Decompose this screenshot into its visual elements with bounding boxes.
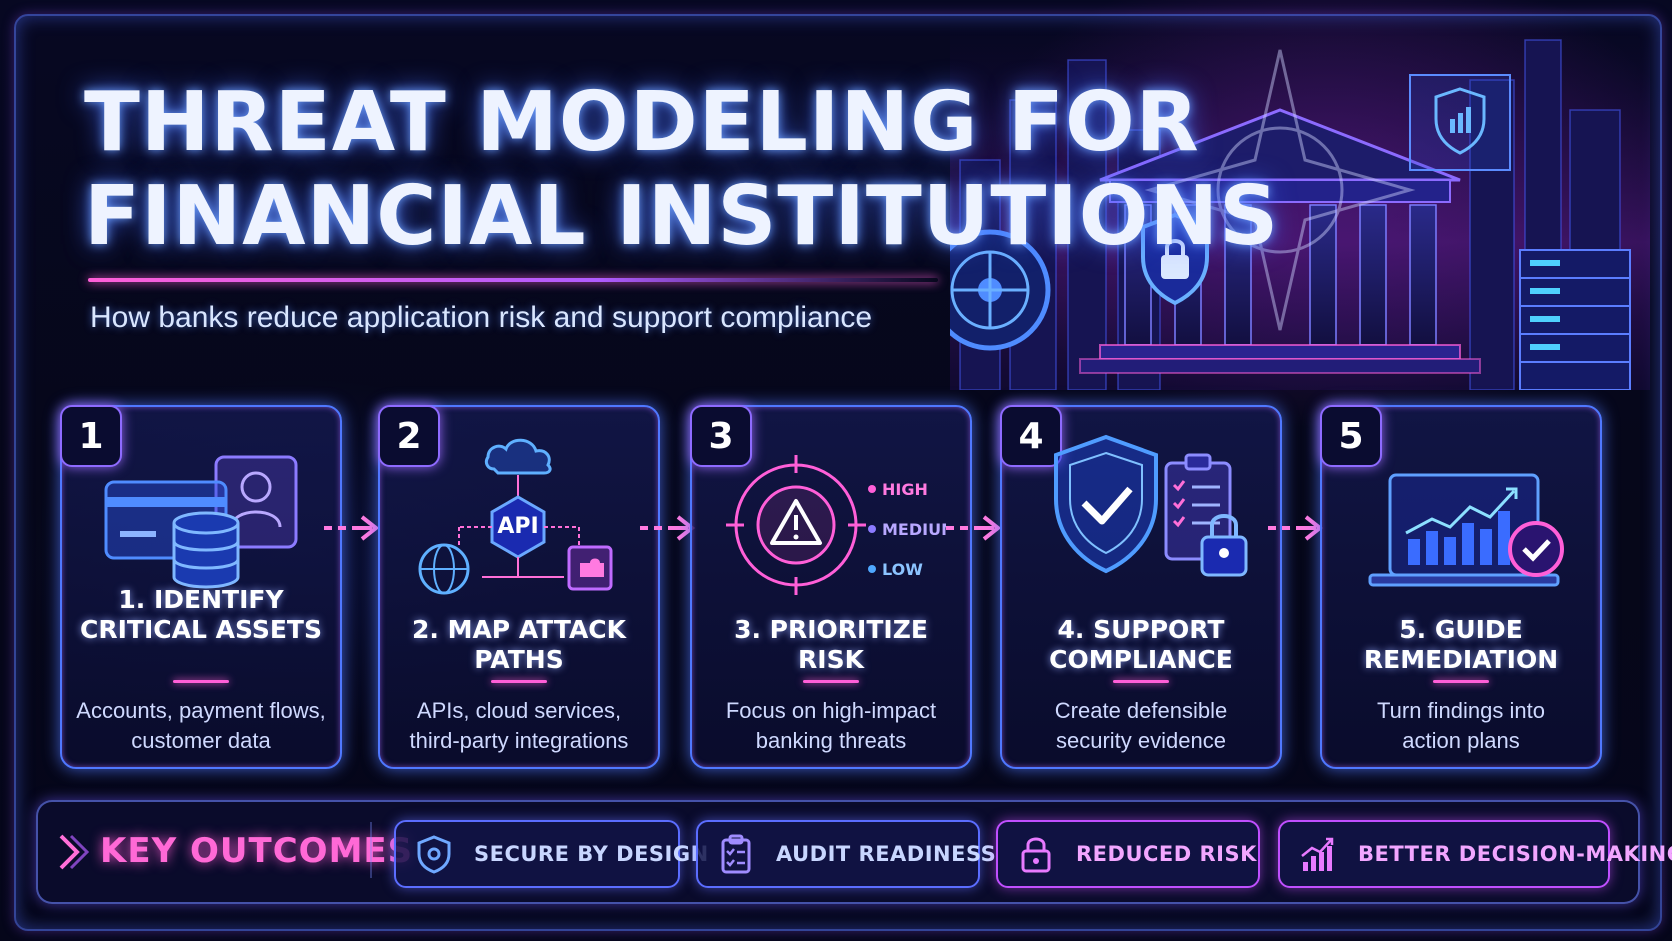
vault-icon <box>950 229 1051 351</box>
key-outcomes-title: KEY OUTCOMES <box>100 831 414 871</box>
flow-arrow-icon <box>640 515 696 541</box>
step-desc-line-1: Focus on high-impact <box>725 698 937 723</box>
step-desc-line-2: banking threats <box>755 728 907 753</box>
step-number-badge: 5 <box>1320 405 1382 467</box>
step-divider <box>803 680 859 683</box>
step-desc-line-1: Create defensible <box>1054 698 1228 723</box>
outcome-label: SECURE BY DESIGN <box>474 842 709 866</box>
step-divider <box>1433 680 1489 683</box>
outcome-label: REDUCED RISK <box>1076 842 1257 866</box>
bank-city-illustration <box>950 20 1650 390</box>
step-description: Create defensible security evidence <box>1012 696 1270 756</box>
bank-building <box>1079 108 1481 374</box>
step-number-badge: 3 <box>690 405 752 467</box>
step-desc-line-2: customer data <box>131 728 271 753</box>
step-desc-line-2: security evidence <box>1056 728 1226 753</box>
lock-icon <box>1021 837 1051 873</box>
step-number-badge: 1 <box>60 405 122 467</box>
step-description: Turn findings into action plans <box>1332 696 1590 756</box>
high-dot <box>868 485 876 493</box>
shield-lock-icon <box>1141 212 1209 306</box>
outcome-audit-readiness: AUDIT READINESS <box>696 820 996 888</box>
low-dot <box>868 565 876 573</box>
step-title: 1. IDENTIFY CRITICAL ASSETS <box>70 585 332 645</box>
holo-shield-panel <box>1409 74 1511 171</box>
step-desc-line-1: APIs, cloud services, <box>416 698 622 723</box>
title-line-2: FINANCIAL INSTITUTIONS <box>84 169 1280 264</box>
step-desc-line-2: action plans <box>1402 728 1520 753</box>
outcome-reduced-risk: REDUCED RISK <box>996 820 1260 888</box>
medium-dot <box>868 525 876 533</box>
compass-star-logo <box>1144 49 1416 331</box>
outcome-better-decision-making: BETTER DECISION-MAKING <box>1278 820 1672 888</box>
step-card-5: 5 5. GUIDE REMEDIATION Turn findings int… <box>1320 405 1602 769</box>
risk-level-low: LOW <box>882 560 923 579</box>
step-card-1: 1 1. IDENTIFY CRITICAL ASSETS Accounts, … <box>60 405 342 769</box>
title-underline <box>88 278 938 282</box>
step-desc-line-1: Turn findings into <box>1377 698 1545 723</box>
chevron-right-icon <box>59 834 90 870</box>
step-number-badge: 4 <box>1000 405 1062 467</box>
step-divider <box>491 680 547 683</box>
step-desc-line-1: Accounts, payment flows, <box>76 698 326 723</box>
step-title: 5. GUIDE REMEDIATION <box>1363 615 1559 674</box>
risk-level-high: HIGH <box>882 480 928 499</box>
clipboard-check-icon <box>721 834 751 874</box>
outcomes-divider <box>370 822 372 878</box>
step-title-line-2: CRITICAL ASSETS <box>80 615 322 644</box>
api-network-icon: API <box>418 438 613 595</box>
database-card-user-icon <box>104 455 298 589</box>
step-title-line-1: 1. IDENTIFY <box>118 585 284 614</box>
step-card-2: 2 API 2. MAP ATTACK PATHS APIs, cloud se… <box>378 405 660 769</box>
step-description: Focus on high-impact banking threats <box>702 696 960 756</box>
title-line-1: THREAT MODELING FOR <box>84 75 1200 170</box>
laptop-chart-check-icon <box>1368 473 1564 587</box>
api-label: API <box>497 514 538 539</box>
step-description: APIs, cloud services, third-party integr… <box>390 696 648 756</box>
step-divider <box>1113 680 1169 683</box>
step-title: 3. PRIORITIZE RISK <box>734 615 928 674</box>
shield-checklist-lock-icon <box>1054 434 1248 577</box>
step-description: Accounts, payment flows, customer data <box>72 696 330 756</box>
step-card-3: 3 HIGH MEDIUM LOW 3. PRIORITIZE RISK Foc… <box>690 405 972 769</box>
server-rack-icon <box>1519 249 1631 390</box>
page-title: THREAT MODELING FOR FINANCIAL INSTITUTIO… <box>84 76 1279 264</box>
flow-arrow-icon <box>324 515 380 541</box>
flow-arrow-icon <box>946 515 1002 541</box>
step-number-badge: 2 <box>378 405 440 467</box>
step-card-4: 4 4. SUPPORT COMPLIANCE Create defensibl… <box>1000 405 1282 769</box>
outcome-secure-by-design: SECURE BY DESIGN <box>394 820 708 888</box>
flow-arrow-icon <box>1268 515 1324 541</box>
outcome-label: AUDIT READINESS <box>776 842 997 866</box>
risk-level-medium: MEDIUM <box>882 520 946 539</box>
step-title: 2. MAP ATTACK PATHS <box>411 615 627 674</box>
step-desc-line-2: third-party integrations <box>409 728 629 753</box>
growth-chart-icon <box>1301 837 1334 871</box>
outcome-label: BETTER DECISION-MAKING <box>1358 842 1672 866</box>
shield-icon <box>417 835 451 874</box>
step-divider <box>173 680 229 683</box>
target-warning-icon: HIGH MEDIUM LOW <box>726 455 946 595</box>
page-subtitle: How banks reduce application risk and su… <box>90 301 873 334</box>
step-title: 4. SUPPORT COMPLIANCE <box>1049 615 1233 674</box>
